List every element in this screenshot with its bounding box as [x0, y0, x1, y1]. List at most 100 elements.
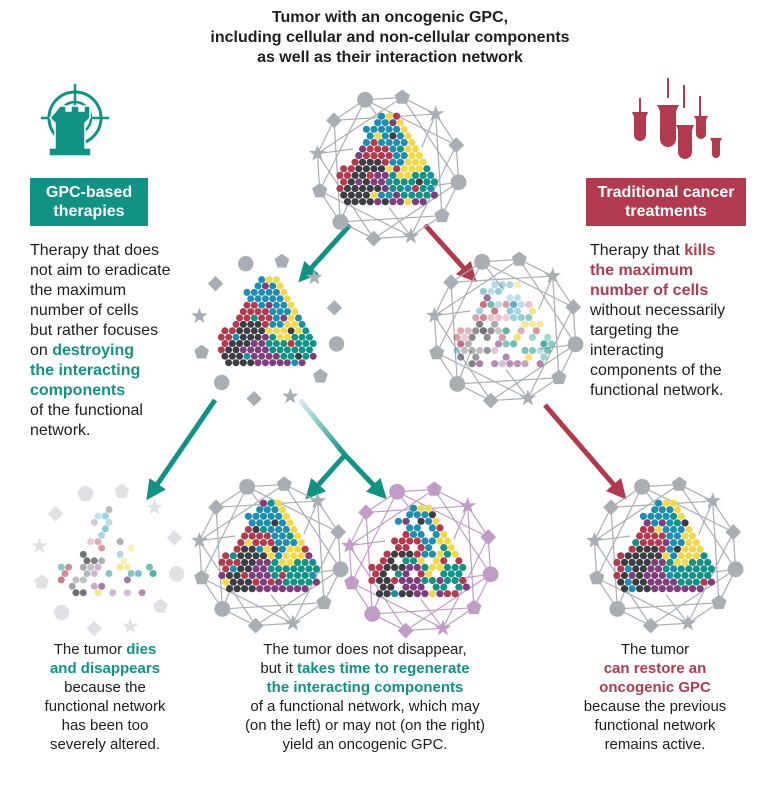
network-link — [199, 535, 236, 542]
tumor-cell — [267, 499, 275, 507]
network-node — [544, 267, 561, 284]
tumor-cell — [90, 557, 98, 565]
tumor-cell — [374, 158, 382, 166]
caption-line: functional network — [594, 717, 716, 734]
tumor-cell — [295, 314, 302, 322]
caption-line: yield an oncogenic GPC. — [282, 736, 448, 753]
tumor-regenerated-non-oncogenic — [341, 481, 499, 639]
tumor-cell — [636, 571, 644, 580]
tumor-cell — [483, 294, 491, 302]
tumor-cell — [241, 571, 249, 580]
network-node — [282, 387, 299, 404]
tumor-cell — [252, 578, 260, 586]
tumor-cell — [272, 340, 280, 347]
network-link — [222, 602, 324, 610]
tumor-cell — [287, 314, 295, 322]
tumor-cell — [258, 314, 266, 322]
tumor-cell — [229, 565, 237, 573]
network-link — [687, 531, 734, 624]
tumor-cell — [681, 519, 689, 527]
tumor-cell — [513, 307, 522, 315]
network-node — [482, 566, 499, 583]
tumor-cell — [528, 320, 537, 328]
tumor-cell — [146, 563, 153, 571]
tumor-cell — [402, 570, 410, 578]
tumor-cell — [286, 571, 294, 580]
tumor-cell — [244, 512, 252, 520]
network-link — [317, 96, 403, 155]
tumor-cell — [391, 576, 399, 585]
tumor-cell — [243, 301, 251, 309]
tumor-cell — [491, 360, 499, 368]
tumor-cell — [280, 340, 288, 347]
tumor-cell — [290, 578, 298, 586]
network-node — [426, 481, 442, 496]
tumor-cell — [267, 525, 275, 534]
tumor-cell — [673, 545, 682, 553]
caption-line: remains active. — [604, 736, 706, 753]
tumor-cell — [370, 125, 378, 133]
network-node — [589, 570, 605, 585]
tumor-cell — [263, 545, 271, 553]
arrow-regen-left — [305, 453, 347, 500]
tumor-cell — [400, 125, 408, 133]
tumor-cell — [298, 320, 306, 328]
tumor-cell — [417, 570, 425, 578]
tumor-cell — [370, 152, 378, 160]
tumor-cell — [218, 558, 226, 567]
tumor-cell — [149, 570, 157, 577]
tumor-cell — [265, 352, 273, 360]
tumor-cell — [476, 346, 484, 355]
tumor-cell — [282, 525, 290, 534]
tumor-cell — [636, 532, 644, 540]
tumor-cell — [271, 519, 279, 527]
tumor-cell — [494, 340, 503, 348]
tumor-cell — [381, 145, 389, 153]
tumor-cell — [651, 519, 659, 527]
tumor-cell — [254, 320, 262, 328]
tumor-cell — [700, 565, 708, 573]
caption-highlight: the interacting components — [266, 679, 464, 696]
tumor-cell — [506, 360, 514, 368]
tumor-cell — [239, 320, 247, 328]
tumor-cell — [116, 550, 124, 558]
tumor-cell — [624, 578, 632, 586]
tumor-cell — [617, 552, 625, 560]
tumor-cell — [685, 578, 693, 586]
network-node — [448, 137, 465, 154]
tumor-cell — [302, 352, 310, 360]
network-link — [349, 540, 386, 547]
network-link — [292, 531, 339, 624]
tumor-cell — [298, 333, 306, 341]
tumor-cell — [428, 537, 436, 545]
caption-highlight: can restore an — [603, 660, 707, 677]
tumor-cell — [654, 565, 663, 573]
tumor-cell — [267, 578, 275, 586]
tumor-cell — [394, 544, 402, 552]
network-node — [312, 183, 328, 198]
network-link — [453, 505, 469, 540]
tumor-cell — [286, 532, 294, 540]
tumor-cell — [256, 558, 264, 567]
tumor-cell — [366, 198, 374, 206]
tumor-cell — [278, 571, 286, 580]
tumor-cell — [225, 359, 233, 367]
tumor-cell — [494, 314, 503, 322]
tumor-cell — [396, 198, 404, 206]
tumor-cell — [491, 346, 499, 355]
tumor-cell — [272, 352, 280, 360]
tumor-cell — [651, 506, 659, 514]
tumor-cell — [419, 184, 427, 193]
tumor-cell — [120, 557, 128, 565]
tumor-cell — [639, 552, 648, 560]
tumor-cell — [127, 544, 135, 552]
tumor-cell — [528, 346, 537, 355]
caption-text: The tumor — [53, 641, 127, 658]
desc-line: on destroying — [30, 341, 210, 361]
tumor-cell — [632, 552, 640, 560]
tumor-cell — [138, 589, 146, 597]
network-node — [284, 614, 302, 631]
tumor-cell — [79, 589, 87, 597]
tumor-cell — [658, 532, 666, 540]
tumor-cell — [406, 550, 414, 558]
